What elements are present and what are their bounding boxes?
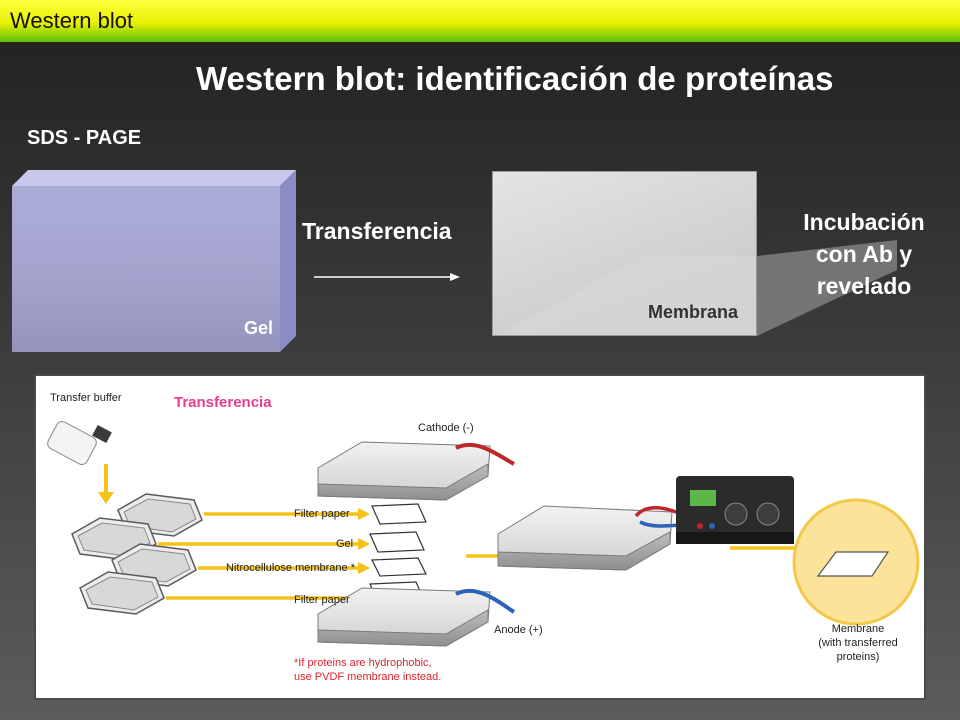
filter-paper-top-icon <box>371 503 427 525</box>
light-beam <box>757 240 897 336</box>
assembled-sandwich-icon <box>497 505 697 571</box>
filter-paper-top-label: Filter paper <box>294 508 350 520</box>
sds-page-label: SDS - PAGE <box>27 127 142 149</box>
incubation-text: Incubación con Ab y revelado <box>780 206 948 302</box>
pvdf-note-line-1: *If proteins are hydrophobic, <box>294 657 432 669</box>
gel-layer-icon <box>369 531 425 553</box>
slide-title: Western blot: identificación de proteína… <box>196 60 834 97</box>
filter-paper-bottom-label: Filter paper <box>294 594 350 606</box>
gel-block: Gel <box>12 170 296 352</box>
membrane-fold <box>496 256 756 335</box>
anode-plate-icon <box>317 587 516 647</box>
pvdf-note: *If proteins are hydrophobic, use PVDF m… <box>294 656 441 684</box>
incubation-line-2: con Ab y <box>815 241 913 267</box>
incubation-line-3: revelado <box>816 273 912 299</box>
cathode-plate-icon <box>317 441 515 501</box>
membrane-caption-line-1: Membrane <box>831 623 885 635</box>
transfer-buffer-label: Transfer buffer <box>50 392 122 404</box>
header-section-title: Western blot <box>10 8 134 33</box>
membrane-block: Membrana <box>492 171 757 336</box>
transfer-diagram-graphic <box>47 421 920 647</box>
membrane-caption-line-2: (with transferred <box>818 637 898 649</box>
anode-label: Anode (+) <box>494 624 543 636</box>
transfer-label: Transferencia <box>302 218 452 244</box>
transfer-arrow <box>314 273 460 281</box>
gel-label: Gel <box>244 318 273 338</box>
transfer-buffer-bottle-icon <box>47 421 112 465</box>
membrane-caption: Membrane (with transferred proteins) <box>808 622 908 664</box>
membrane-label: Membrana <box>647 302 738 322</box>
buffer-tray-icon <box>79 571 165 615</box>
transfer-diagram: Transferencia Transfer buffer Cathode (-… <box>34 374 926 700</box>
pvdf-note-line-2: use PVDF membrane instead. <box>294 671 442 683</box>
nitrocellulose-label: Nitrocellulose membrane * <box>226 562 355 574</box>
header-bar: Western blot <box>0 0 960 42</box>
nitrocellulose-layer-icon <box>371 557 427 577</box>
incubation-line-1: Incubación <box>803 209 925 235</box>
membrane-caption-line-3: proteins) <box>836 651 880 663</box>
membrane-result-icon <box>792 498 920 626</box>
gel-graphic: Gel <box>12 170 296 352</box>
cathode-label: Cathode (-) <box>418 422 474 434</box>
gel-layer-label: Gel <box>336 538 354 550</box>
diagram-transfer-label: Transferencia <box>174 394 272 411</box>
power-supply-icon <box>676 476 794 544</box>
